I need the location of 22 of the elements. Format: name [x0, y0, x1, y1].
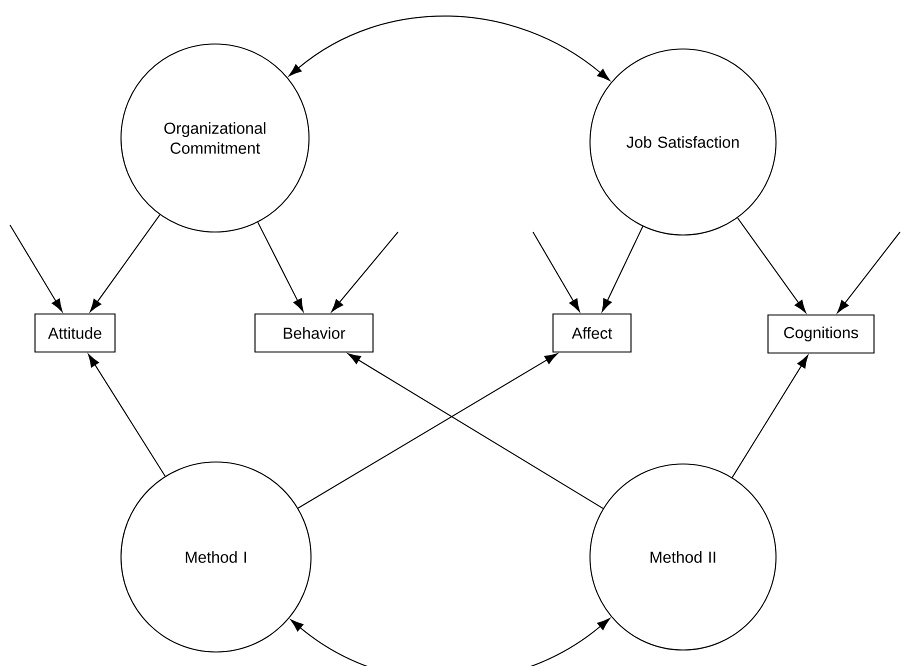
- circle-node: Method I: [120, 461, 312, 653]
- arrow: [732, 355, 808, 478]
- arrow: [602, 226, 644, 312]
- arrow: [737, 218, 806, 313]
- arrow: [288, 16, 610, 81]
- arrow: [331, 232, 398, 312]
- arrow: [298, 353, 558, 509]
- arrow: [532, 232, 580, 312]
- arrow: [257, 222, 304, 312]
- variable-box: Behavior: [254, 313, 374, 353]
- arrow: [290, 618, 610, 666]
- circle-node: Organizational Commitment: [120, 43, 310, 233]
- arrow: [837, 232, 900, 313]
- arrow: [88, 354, 166, 476]
- arrow: [10, 224, 62, 312]
- variable-box: Affect: [552, 313, 632, 353]
- circle-node: Method II: [589, 463, 777, 651]
- circle-node: Job Satisfaction: [589, 48, 777, 236]
- arrow: [90, 214, 160, 312]
- arrow: [348, 353, 604, 509]
- variable-box: Cognitions: [767, 314, 875, 354]
- variable-box: Attitude: [34, 313, 116, 353]
